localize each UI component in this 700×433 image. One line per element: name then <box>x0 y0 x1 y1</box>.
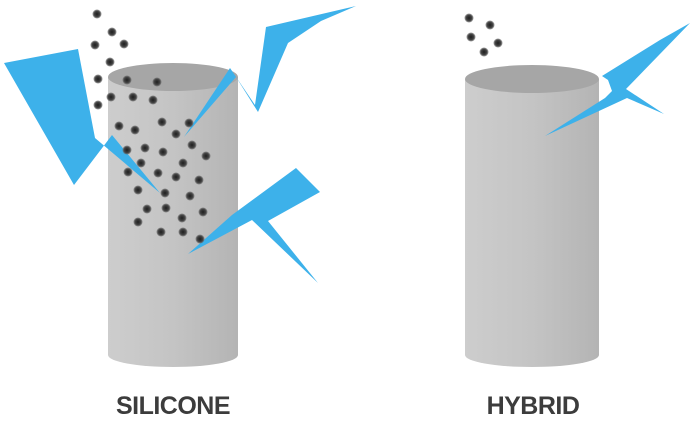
particle <box>123 167 133 177</box>
particle <box>157 117 167 127</box>
particle <box>479 47 489 57</box>
particle <box>136 158 146 168</box>
silicone-cylinder-top <box>108 63 238 91</box>
particle <box>90 40 100 50</box>
particle <box>158 147 168 157</box>
particle <box>122 75 132 85</box>
particle <box>156 227 166 237</box>
particle <box>148 95 158 105</box>
particle <box>485 20 495 30</box>
particle <box>122 145 132 155</box>
hybrid-particles <box>464 13 503 57</box>
silicone-cylinder-body <box>108 77 238 367</box>
particle <box>130 125 140 135</box>
lightning-bolt-top-right <box>184 6 356 137</box>
particle <box>153 168 163 178</box>
silicone-label: SILICONE <box>115 392 231 420</box>
particle <box>152 77 162 87</box>
silicone-cylinder <box>108 63 238 367</box>
particle <box>201 151 211 161</box>
particle <box>114 121 124 131</box>
particle <box>128 92 138 102</box>
particle <box>178 158 188 168</box>
particle <box>133 185 143 195</box>
particle <box>171 129 181 139</box>
particle <box>142 204 152 214</box>
particle <box>160 188 170 198</box>
hybrid-cylinder-top <box>465 65 599 93</box>
particle <box>493 38 503 48</box>
particle <box>194 175 204 185</box>
particle <box>133 217 143 227</box>
silicone-particles <box>90 9 211 244</box>
particle <box>93 74 103 84</box>
particle <box>185 191 195 201</box>
particle <box>140 143 150 153</box>
particle <box>178 227 188 237</box>
particle <box>184 118 194 128</box>
particle <box>198 207 208 217</box>
particle <box>107 27 117 37</box>
particle <box>93 100 103 110</box>
particle <box>105 57 115 67</box>
hybrid-label: HYBRID <box>486 392 580 420</box>
particle <box>195 234 205 244</box>
particle <box>106 92 116 102</box>
particle <box>177 213 187 223</box>
lightning-bolt-hybrid <box>545 23 690 136</box>
particle <box>464 13 474 23</box>
particle <box>187 140 197 150</box>
particle <box>171 172 181 182</box>
particle <box>161 203 171 213</box>
lightning-bolt-lower-right <box>188 168 320 283</box>
hybrid-cylinder <box>465 65 599 367</box>
particle <box>466 32 476 42</box>
lightning-bolt-left <box>4 49 160 193</box>
particle <box>119 39 129 49</box>
hybrid-cylinder-body <box>465 79 599 367</box>
particle <box>92 9 102 19</box>
